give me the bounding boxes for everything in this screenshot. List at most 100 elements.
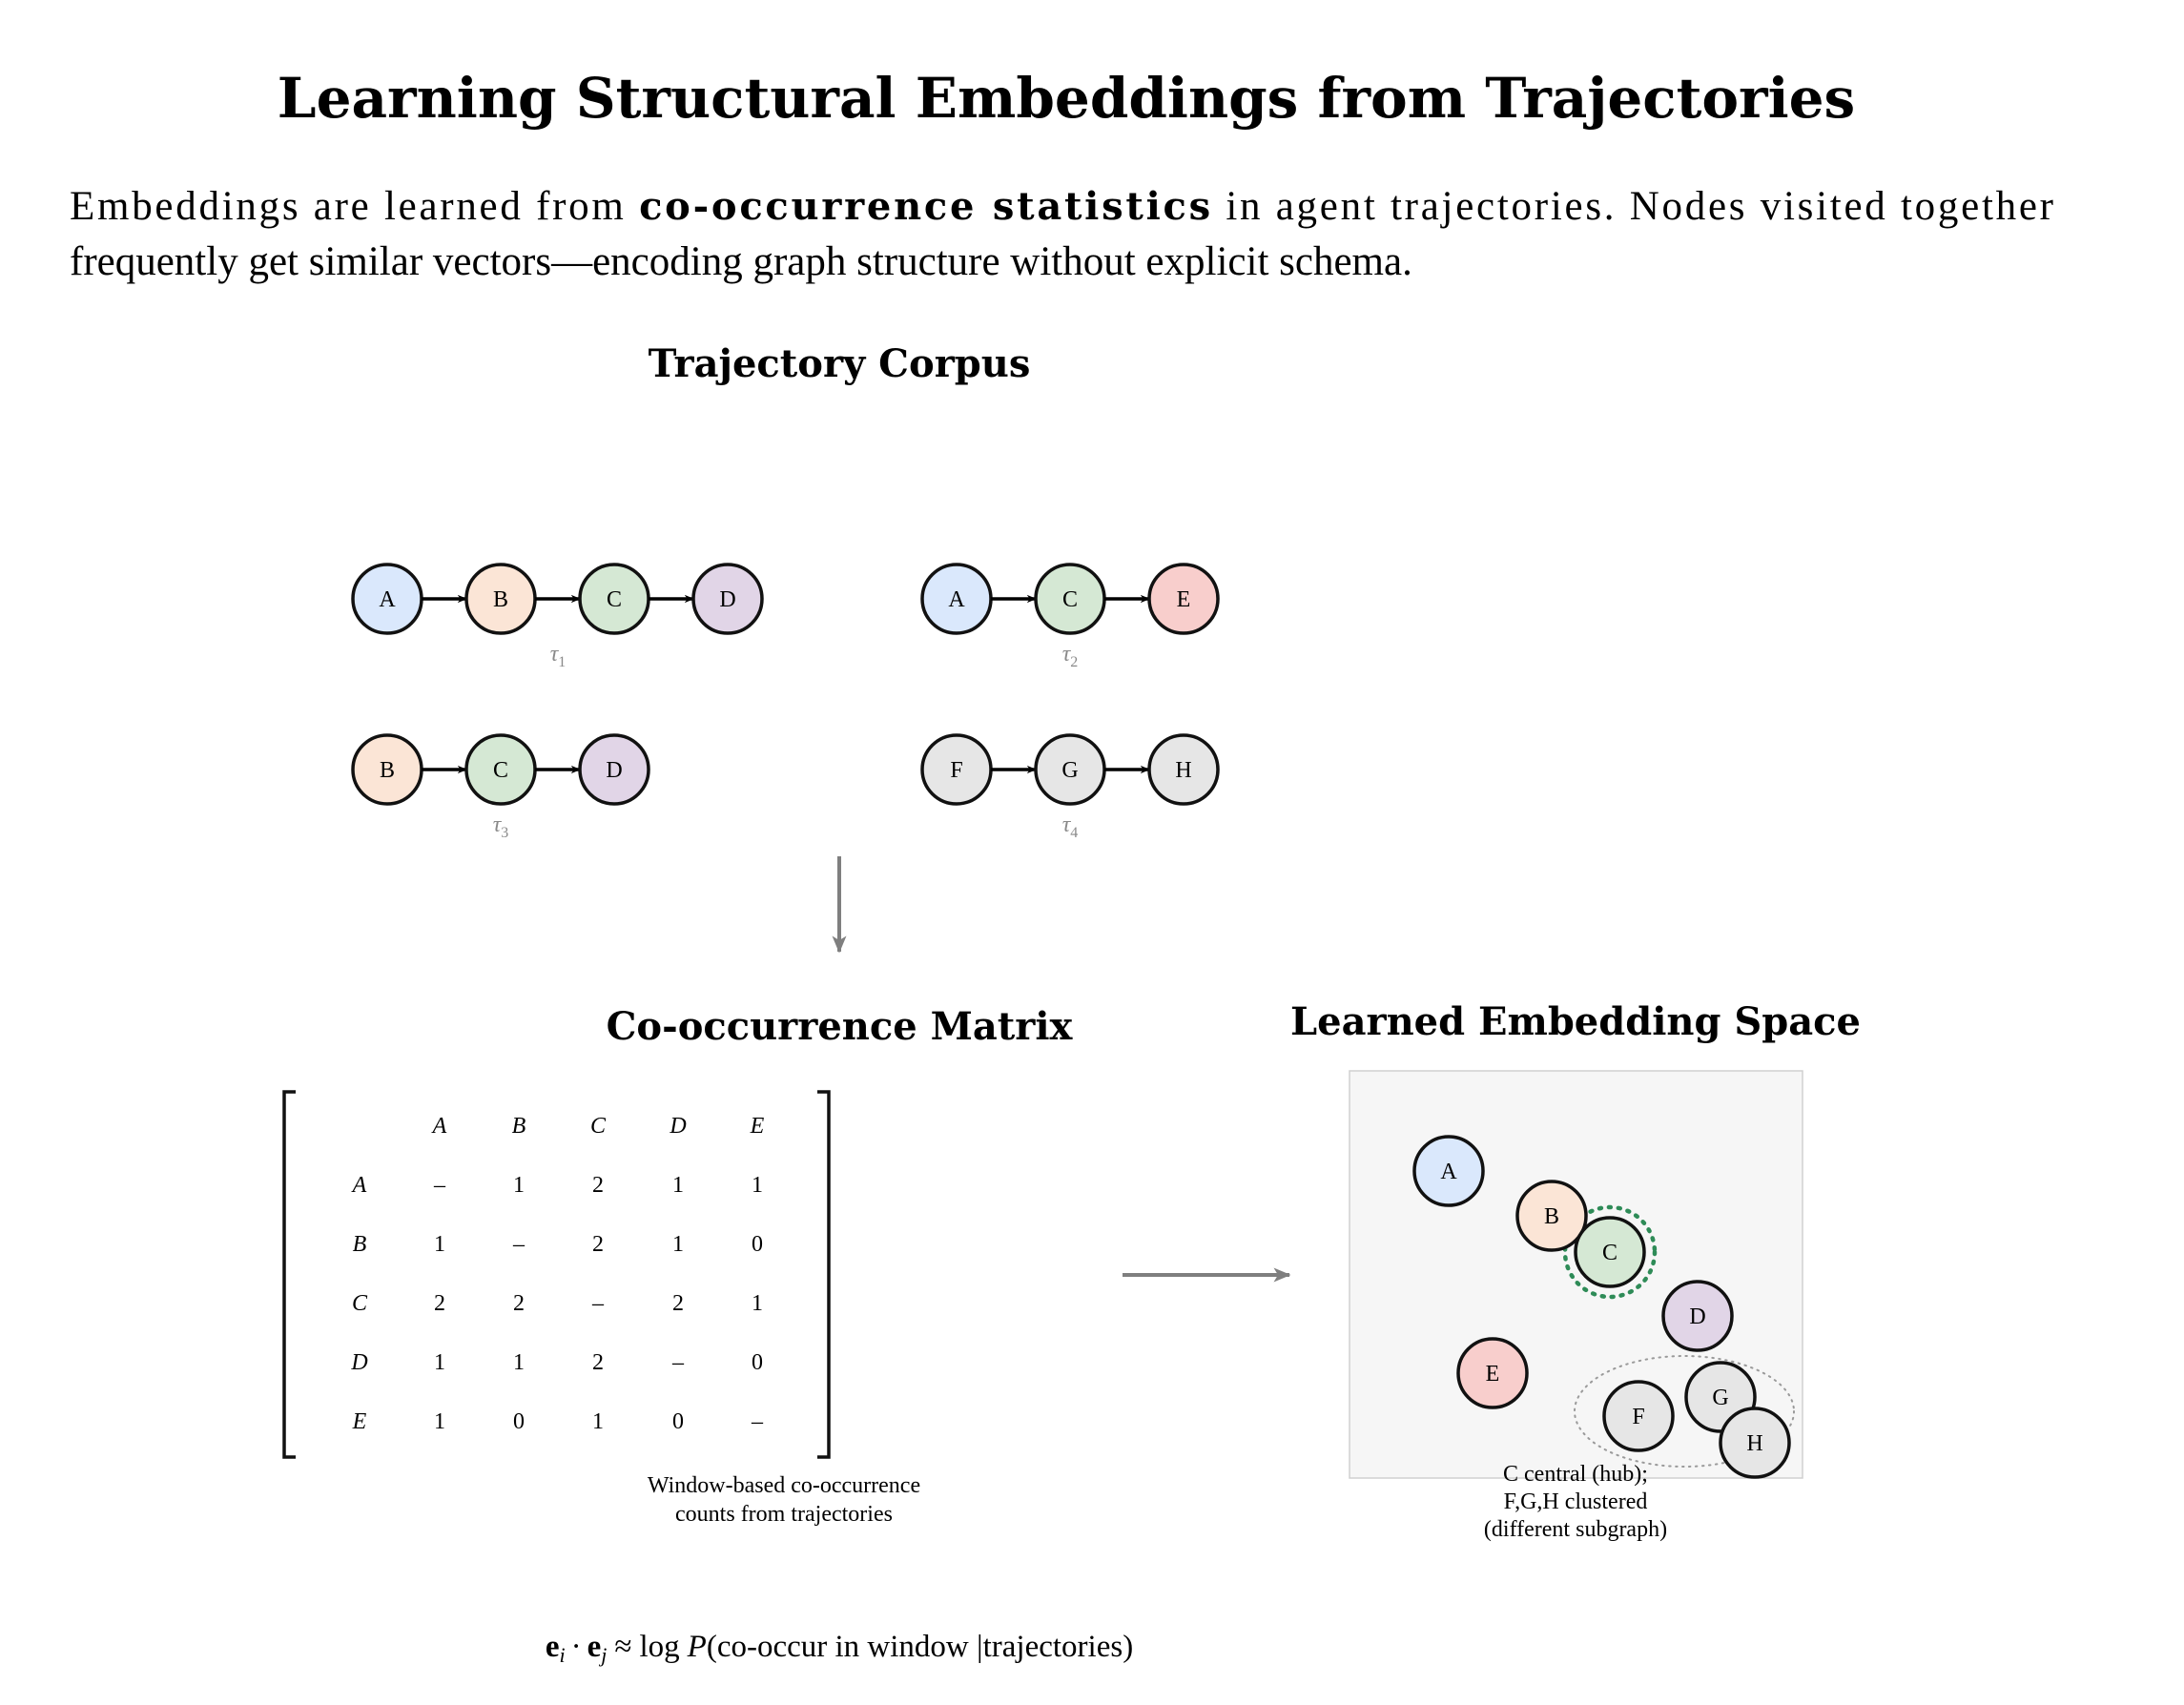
matrix-cell: 0 [752, 1232, 763, 1257]
matrix-cell: 0 [752, 1350, 763, 1375]
matrix-cell: 1 [752, 1291, 763, 1316]
corpus-heading: Trajectory Corpus [649, 341, 1031, 386]
embedding-node-c-label: C [1602, 1241, 1617, 1265]
matrix-caption-line-2: counts from trajectories [675, 1502, 893, 1527]
embedding-node-h-circle [1719, 1407, 1791, 1479]
trajectory-node-b: B [464, 563, 537, 635]
fgh-cluster-outline [1574, 1355, 1795, 1468]
trajectory-node-a: A [920, 563, 993, 635]
matrix-heading: Co-occurrence Matrix [607, 1004, 1074, 1049]
matrix-cell: – [512, 1232, 525, 1257]
matrix-cell: 1 [752, 1173, 763, 1198]
matrix-cell: 2 [672, 1291, 684, 1316]
trajectory-node-d-circle [691, 563, 764, 635]
trajectory-node-e: E [1147, 563, 1220, 635]
trajectory-node-d-label: D [719, 587, 735, 612]
matrix-caption-line-1: Window-based co-occurrence [648, 1473, 920, 1498]
matrix-col-header: C [590, 1114, 607, 1139]
trajectory-node-c-label: C [493, 758, 508, 783]
trajectory-node-e-circle [1147, 563, 1220, 635]
trajectory-node-a: A [351, 563, 423, 635]
matrix-col-header: E [750, 1114, 765, 1139]
intro-line-2: frequently get similar vectors—encoding … [70, 239, 1412, 284]
embedding-node-d: D [1661, 1280, 1734, 1352]
matrix-cell: 2 [513, 1291, 525, 1316]
matrix-row-header: D [350, 1350, 367, 1375]
trajectory-node-e-label: E [1177, 587, 1191, 612]
trajectory-node-c: C [1034, 563, 1106, 635]
matrix-col-header: B [512, 1114, 526, 1139]
matrix-cell: 2 [592, 1350, 604, 1375]
embedding-node-f-label: F [1632, 1405, 1644, 1429]
matrix-cell: 2 [592, 1232, 604, 1257]
matrix-cell: 1 [434, 1232, 445, 1257]
trajectory-label-symbol: τ [1062, 642, 1072, 667]
embedding-node-c-circle [1574, 1216, 1646, 1288]
trajectory-label-symbol: τ [1062, 812, 1072, 837]
embedding-caption-line-2: F,G,H clustered [1504, 1489, 1648, 1514]
matrix-cell: 0 [513, 1409, 525, 1434]
trajectory-node-h-circle [1147, 733, 1220, 806]
matrix-cell: 1 [592, 1409, 604, 1434]
matrix-cell: – [591, 1291, 605, 1316]
trajectory-node-b: B [351, 733, 423, 806]
trajectory-node-b-label: B [380, 758, 395, 783]
matrix-row-header: C [352, 1291, 368, 1316]
trajectory-node-h: H [1147, 733, 1220, 806]
trajectory-node-g: G [1034, 733, 1106, 806]
embedding-node-h: H [1719, 1407, 1791, 1479]
embedding-node-a-circle [1412, 1135, 1485, 1207]
matrix-cell: – [751, 1409, 764, 1434]
formula-sub-i: i [559, 1643, 565, 1667]
embedding-node-e: E [1456, 1337, 1529, 1409]
trajectory-node-a-label: A [948, 587, 965, 612]
embedding-node-e-circle [1456, 1337, 1529, 1409]
embedding-node-b-circle [1515, 1180, 1588, 1252]
embedding-node-d-label: D [1689, 1304, 1705, 1329]
embedding-node-a: A [1412, 1135, 1485, 1207]
formula-approx: ≈ [614, 1630, 631, 1664]
formula-e-i: e [546, 1630, 560, 1664]
intro-emphasis: co-occurrence statistics [639, 184, 1210, 229]
hub-highlight-ring [1562, 1204, 1658, 1300]
trajectory-label-symbol: τ [550, 642, 560, 667]
trajectory-label-index: 4 [1070, 825, 1078, 841]
trajectory-label: τ4 [1062, 812, 1079, 841]
matrix-col-header: A [431, 1114, 447, 1139]
matrix-cell: 1 [672, 1232, 684, 1257]
trajectory-label-index: 1 [558, 654, 566, 670]
formula-sub-j: j [598, 1643, 607, 1667]
matrix-cell: – [433, 1173, 446, 1198]
matrix-cell: 1 [434, 1350, 445, 1375]
formula-log: log [640, 1630, 680, 1664]
trajectory-label: τ3 [493, 812, 509, 841]
embedding-caption-line-3: (different subgraph) [1484, 1517, 1667, 1542]
matrix-col-header: D [669, 1114, 686, 1139]
trajectory-node-d: D [578, 733, 650, 806]
matrix-cell: 1 [513, 1350, 525, 1375]
trajectory-node-f-label: F [950, 758, 962, 783]
trajectory-label-index: 2 [1070, 654, 1078, 670]
embedding-node-g-label: G [1712, 1386, 1728, 1410]
embedding-node-d-circle [1661, 1280, 1734, 1352]
formula-argument: (co-occur in window |trajectories) [707, 1630, 1133, 1664]
matrix-cell: 2 [434, 1291, 445, 1316]
intro-line-1: Embeddings are learned from co-occurrenc… [70, 184, 2053, 229]
trajectory-2: A C Eτ2 [920, 563, 1220, 670]
embedding-caption-line-1: C central (hub); [1503, 1462, 1648, 1487]
embedding-node-c: C [1574, 1216, 1646, 1288]
embedding-node-f: F [1602, 1380, 1675, 1452]
formula-dot: · [571, 1630, 582, 1664]
trajectory-label-symbol: τ [493, 812, 503, 837]
trajectory-label-index: 3 [501, 825, 508, 841]
embedding-node-b-label: B [1544, 1204, 1559, 1229]
matrix-left-bracket [282, 1090, 296, 1459]
matrix-row-header: E [352, 1409, 367, 1434]
matrix-cell: 1 [672, 1173, 684, 1198]
embedding-node-a-label: A [1440, 1160, 1457, 1184]
